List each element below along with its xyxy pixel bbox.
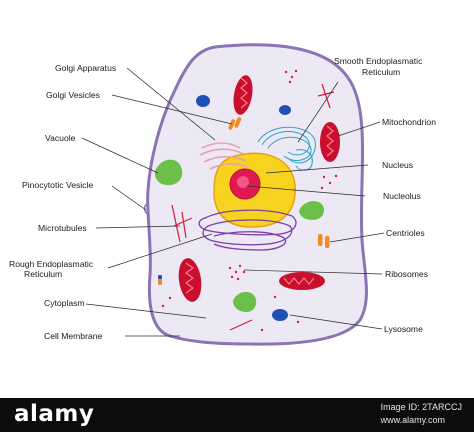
leader-lines	[81, 67, 385, 337]
ribosomes-shapes	[161, 69, 338, 332]
pinocytotic-vesicle-shape	[143, 202, 149, 216]
site-url: www.alamy.com	[380, 415, 445, 425]
label-microtubules: Microtubules	[38, 223, 87, 233]
alamy-logo: alamy	[14, 401, 95, 427]
label-lysosome: Lysosome	[384, 324, 423, 334]
vacuole-shapes	[154, 159, 324, 313]
mitochondria-shapes	[178, 75, 340, 302]
image-id: Image ID: 2TARCCJ	[380, 402, 462, 412]
label-cell-membrane: Cell Membrane	[44, 331, 102, 341]
nucleolus-core	[237, 176, 249, 188]
microtubules-shape	[171, 83, 335, 331]
label-smooth-er-1: Smooth Endoplasmatic	[334, 56, 423, 66]
label-vacuole: Vacuole	[45, 133, 76, 143]
label-rough-er-2: Reticulum	[24, 269, 62, 279]
cell-diagram: Golgi Apparatus Golgi Vesicles Vacuole P…	[9, 43, 436, 346]
label-golgi-apparatus: Golgi Apparatus	[55, 63, 116, 73]
label-nucleus: Nucleus	[382, 160, 413, 170]
smooth-er-shape	[257, 126, 316, 171]
label-ribosomes: Ribosomes	[385, 269, 428, 279]
label-centrioles: Centrioles	[386, 228, 425, 238]
label-golgi-vesicles: Golgi Vesicles	[46, 90, 100, 100]
label-cytoplasm: Cytoplasm	[44, 298, 85, 308]
label-rough-er-1: Rough Endoplasmatic	[9, 259, 94, 269]
golgi-apparatus-shape	[199, 142, 249, 170]
golgi-vesicles-shape	[228, 117, 242, 130]
label-smooth-er-2: Reticulum	[362, 67, 400, 77]
label-pinocytotic-vesicle: Pinocytotic Vesicle	[22, 180, 93, 190]
lysosome-shapes	[196, 95, 291, 321]
label-mitochondrion: Mitochondrion	[382, 117, 436, 127]
label-nucleolus: Nucleolus	[383, 191, 421, 201]
watermark-footer: alamy Image ID: 2TARCCJ www.alamy.com	[0, 398, 474, 432]
centrioles-shape	[158, 234, 330, 285]
image-id-block: Image ID: 2TARCCJ www.alamy.com	[381, 401, 462, 427]
